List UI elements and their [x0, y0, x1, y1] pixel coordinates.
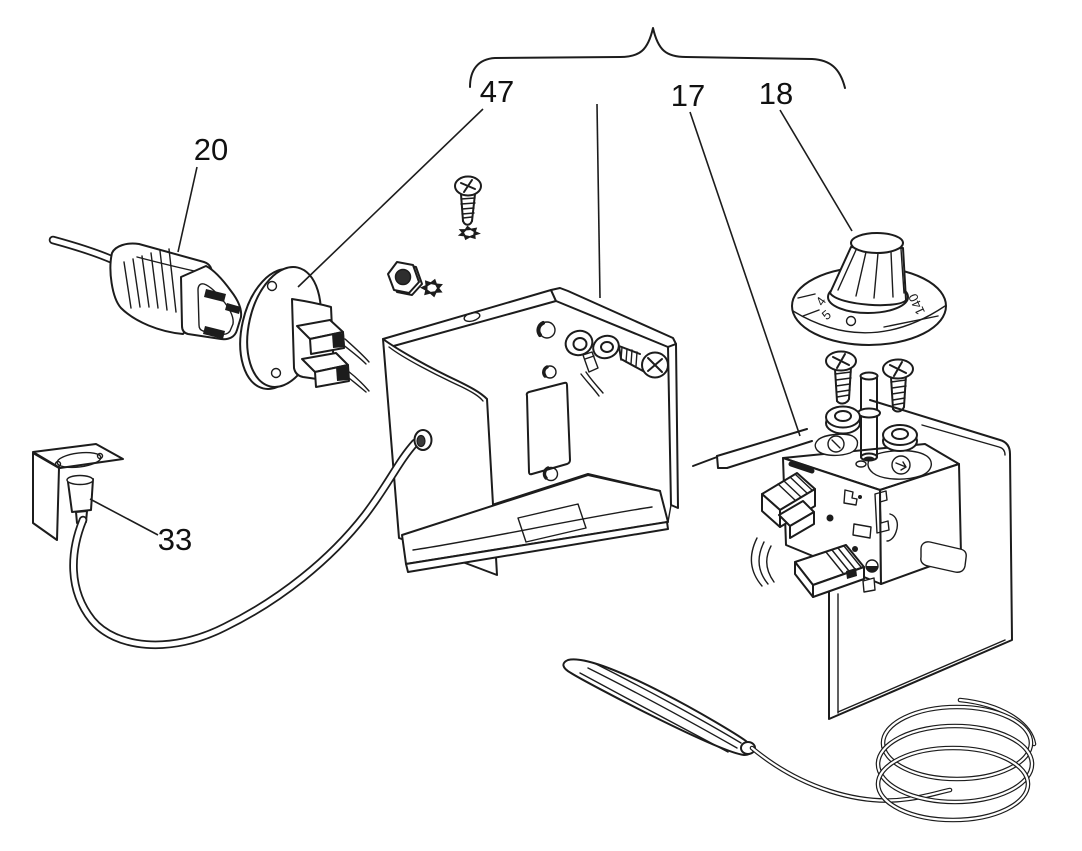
sensor-probe	[562, 658, 756, 756]
plug-pin	[225, 303, 241, 314]
washer-ring	[592, 334, 620, 360]
leader-line-box	[596, 103, 601, 299]
capillary-sensor-assembly	[562, 658, 1037, 823]
thermostat-body	[750, 433, 967, 598]
leader-line-33	[89, 498, 159, 536]
washer-right	[882, 424, 918, 452]
screw-horizontal	[618, 345, 669, 379]
capillary-coil	[875, 704, 1035, 823]
callout-label-18: 18	[759, 76, 793, 111]
curly-brace	[469, 27, 846, 89]
star-washer	[454, 223, 485, 243]
callout-label-47: 47	[480, 74, 514, 109]
callout-label-33: 33	[158, 522, 192, 557]
cable-grommet	[413, 429, 433, 451]
screw-right	[882, 358, 914, 413]
screw-vertical	[454, 175, 482, 226]
control-box	[382, 287, 679, 576]
callout-label-20: 20	[194, 132, 228, 167]
box-terminal-hardware	[564, 329, 669, 397]
thermostat-shaft-hardware	[825, 350, 918, 462]
fastener-set	[387, 175, 485, 302]
knob-shaft	[857, 371, 881, 462]
knob-cone	[827, 232, 909, 314]
cable-bracket	[32, 443, 124, 541]
plug-pin	[203, 326, 225, 339]
callouts: 20 47 17 18 33	[89, 27, 853, 557]
control-knob: 4 5 140	[791, 232, 947, 346]
mounting-panel	[692, 399, 1013, 720]
leader-line-17	[689, 111, 801, 437]
hex-nut	[387, 261, 423, 296]
ring-terminal	[564, 329, 604, 397]
leader-line-47	[297, 108, 484, 288]
washer-left	[825, 405, 861, 435]
callout-label-17: 17	[671, 78, 705, 113]
power-cord-plug	[48, 235, 243, 341]
spade-terminal-upper	[761, 472, 816, 539]
screw-left	[825, 350, 857, 405]
plug-pin	[204, 289, 226, 302]
leader-line-20	[177, 166, 198, 253]
socket-terminal	[301, 352, 350, 388]
spade-terminal-lower	[794, 544, 865, 598]
cable-connector	[66, 474, 94, 524]
socket-terminal	[296, 319, 345, 355]
bracket-cable	[69, 438, 420, 650]
inlet-socket	[239, 266, 370, 393]
leader-line-18	[779, 109, 853, 232]
